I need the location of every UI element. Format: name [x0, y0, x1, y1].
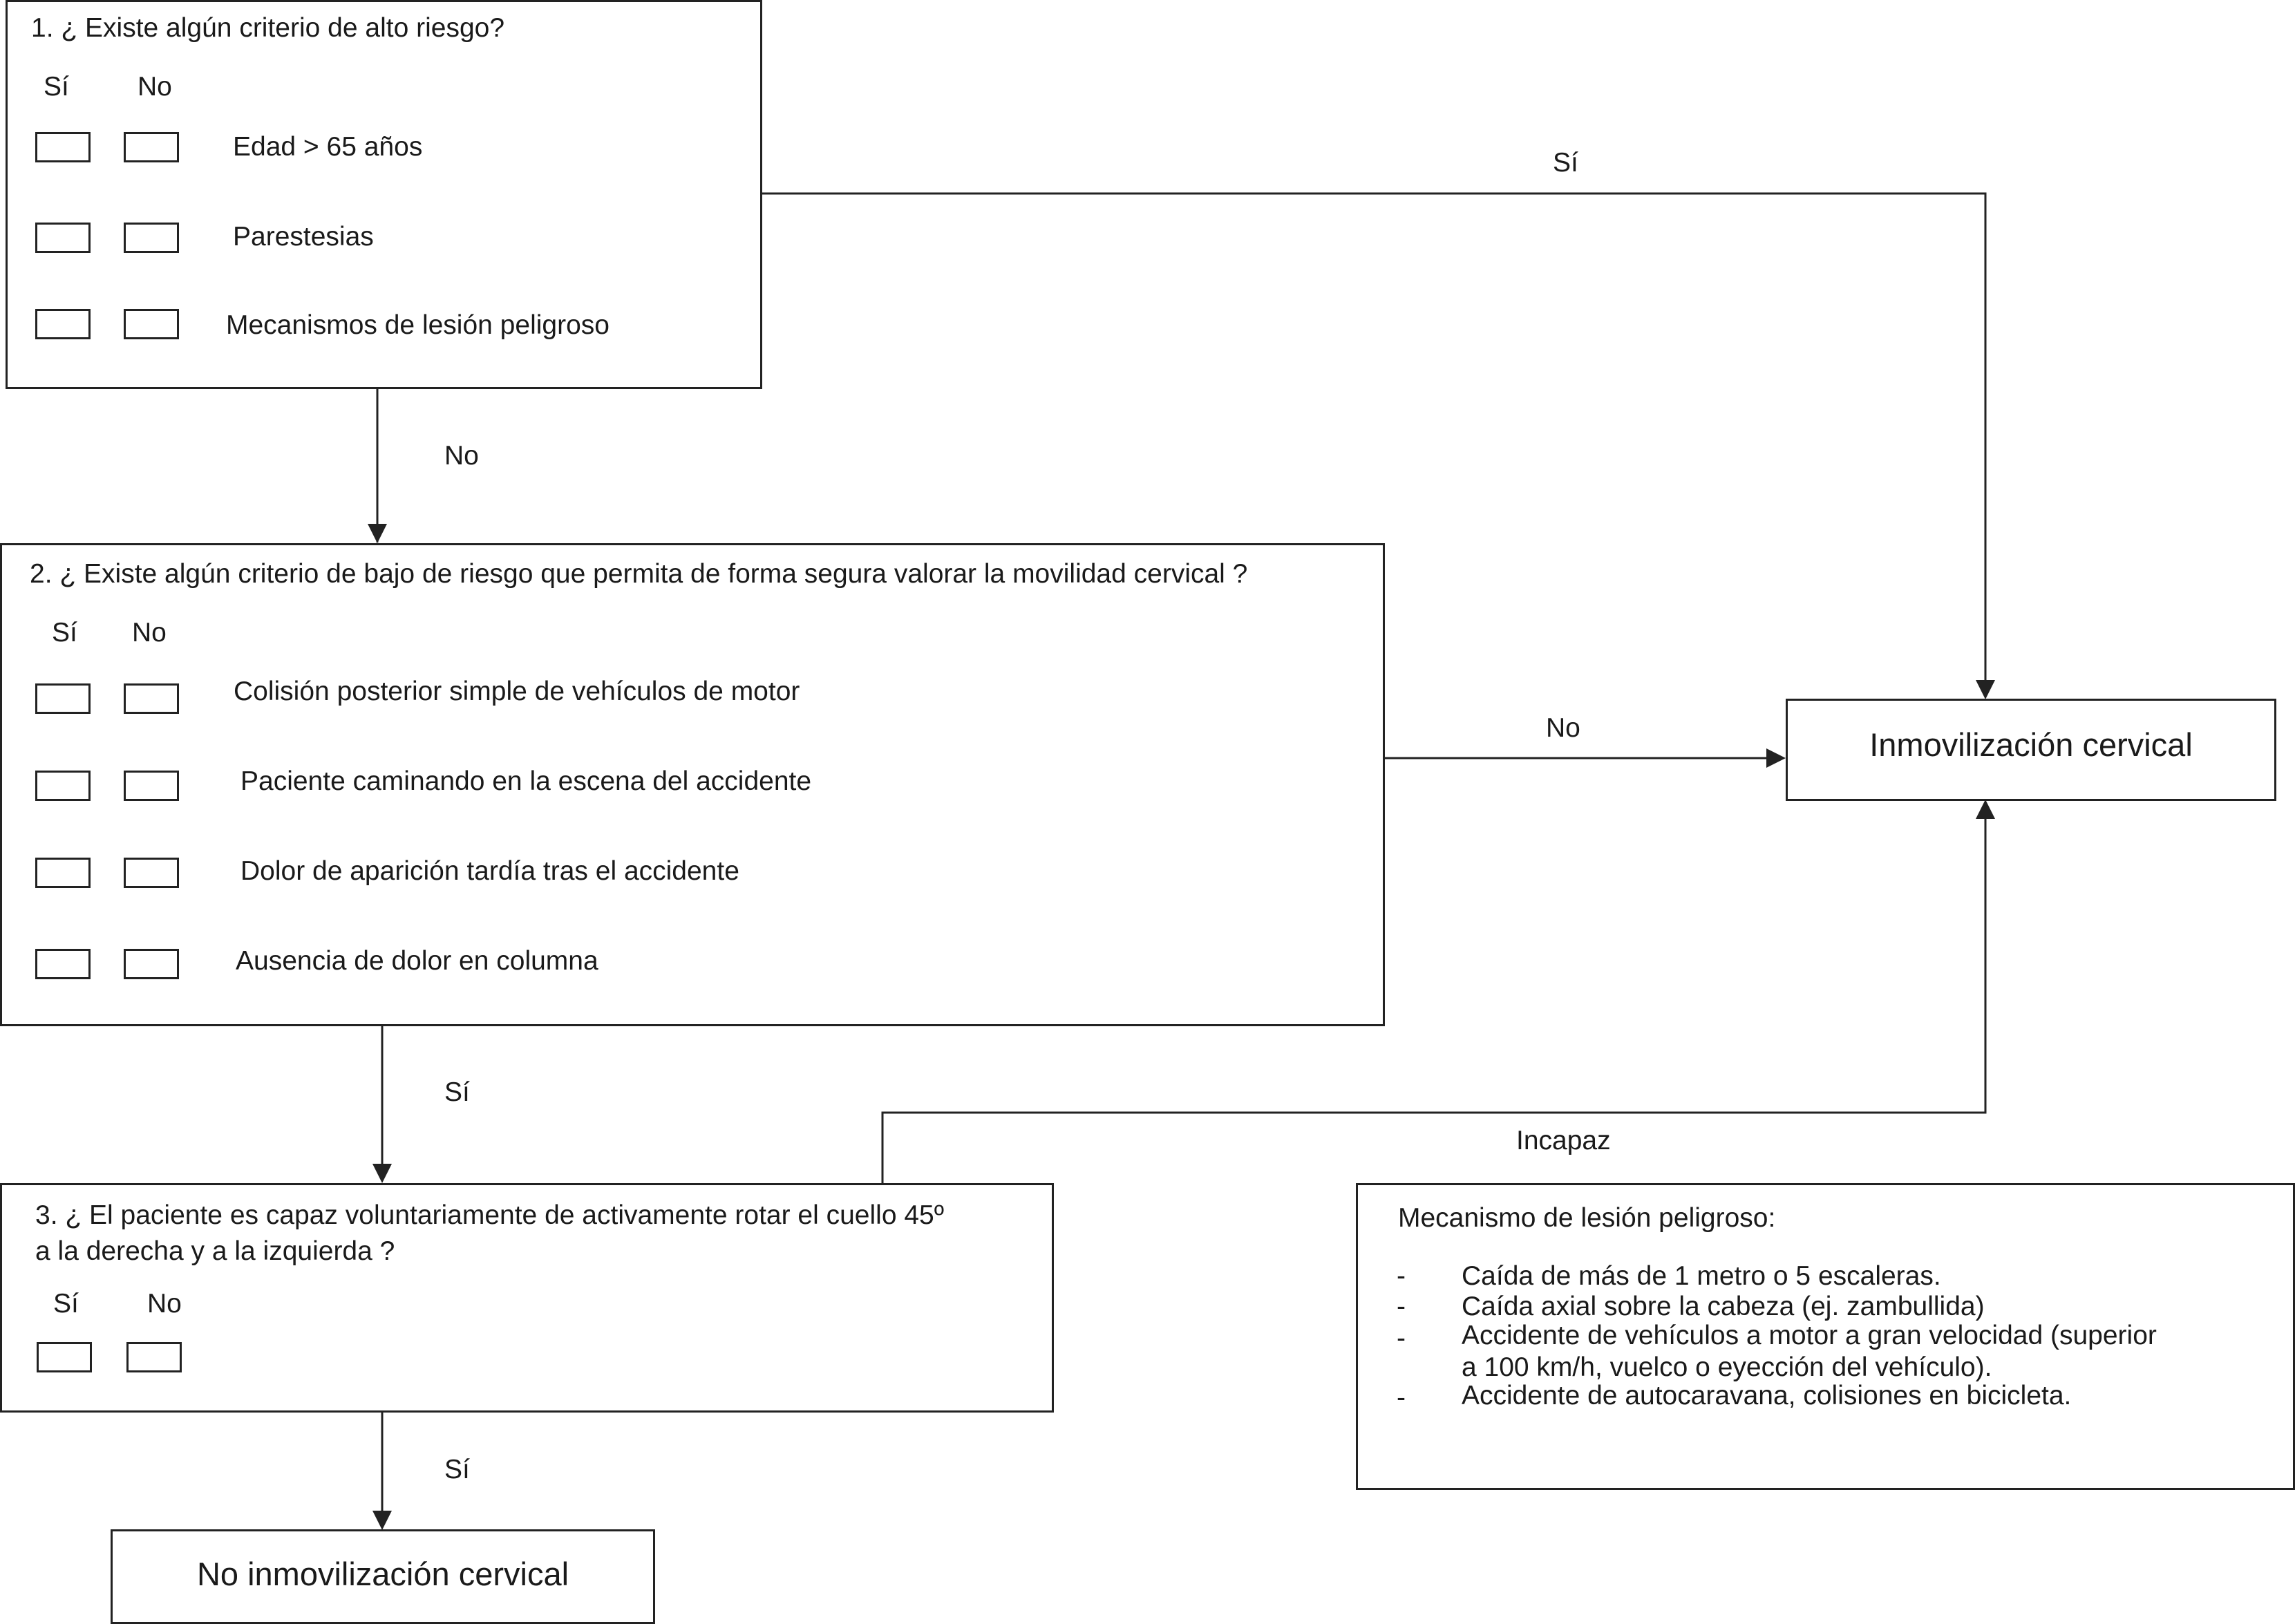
question-2-text: 2. ¿ Existe algún criterio de bajo de ri… — [30, 559, 1248, 589]
q2-criterion: Ausencia de dolor en columna — [236, 946, 598, 976]
q2-no-checkbox[interactable] — [124, 683, 179, 714]
note-item: Accidente de autocaravana, colisiones en… — [1462, 1381, 2072, 1410]
dangerous-mechanism-note: Mecanismo de lesión peligroso: - Caída d… — [1356, 1183, 2295, 1490]
q3-yes-checkbox[interactable] — [37, 1342, 92, 1372]
q1-no-checkbox[interactable] — [124, 132, 179, 162]
q2-no-header: No — [132, 618, 167, 648]
q1-yes-checkbox[interactable] — [35, 223, 91, 253]
arrow-q1-yes — [761, 192, 1987, 695]
q1-no-checkbox[interactable] — [124, 223, 179, 253]
arrowhead-icon — [1976, 800, 1995, 819]
note-bullet: - — [1397, 1292, 1406, 1321]
q2-criterion: Paciente caminando en la escena del acci… — [240, 766, 812, 796]
q2-no-checkbox[interactable] — [124, 771, 179, 801]
note-item: Accidente de vehículos a motor a gran ve… — [1462, 1321, 2157, 1350]
q1-criterion: Edad > 65 años — [233, 132, 423, 162]
edge-label-q3-yes: Sí — [444, 1455, 470, 1484]
note-item: Caída de más de 1 metro o 5 escaleras. — [1462, 1261, 1941, 1291]
q2-yes-checkbox[interactable] — [35, 858, 91, 888]
question-3-text-line1: 3. ¿ El paciente es capaz voluntariament… — [35, 1200, 944, 1230]
q1-yes-header: Sí — [44, 72, 69, 102]
note-bullet: - — [1397, 1261, 1406, 1291]
question-3-box: 3. ¿ El paciente es capaz voluntariament… — [0, 1183, 1054, 1413]
note-item-continuation: a 100 km/h, vuelco o eyección del vehícu… — [1462, 1352, 1992, 1382]
q1-criterion: Parestesias — [233, 222, 374, 252]
q2-yes-header: Sí — [52, 618, 77, 648]
note-bullet: - — [1397, 1383, 1406, 1413]
outcome-no-immobilization-box: No inmovilización cervical — [111, 1529, 655, 1624]
note-title: Mecanismo de lesión peligroso: — [1398, 1203, 1776, 1233]
edge-label-q3-unable: Incapaz — [1516, 1126, 1611, 1155]
arrowhead-icon — [368, 524, 387, 543]
q1-criterion: Mecanismos de lesión peligroso — [226, 310, 610, 340]
q2-yes-checkbox[interactable] — [35, 949, 91, 979]
q2-yes-checkbox[interactable] — [35, 771, 91, 801]
edge-label-q1-yes: Sí — [1553, 148, 1578, 178]
edge-label-q2-no: No — [1546, 713, 1580, 743]
q2-criterion: Dolor de aparición tardía tras el accide… — [240, 856, 739, 886]
arrowhead-icon — [1766, 748, 1786, 768]
arrow-q3-unable — [881, 802, 1987, 1183]
arrowhead-icon — [1976, 680, 1995, 699]
note-item: Caída axial sobre la cabeza (ej. zambull… — [1462, 1292, 1985, 1321]
outcome-immobilization-label: Inmovilización cervical — [1869, 726, 2193, 763]
q1-no-checkbox[interactable] — [124, 309, 179, 339]
arrowhead-icon — [372, 1511, 392, 1530]
edge-label-q2-yes: Sí — [444, 1077, 470, 1107]
q2-yes-checkbox[interactable] — [35, 683, 91, 714]
note-bullet: - — [1397, 1323, 1406, 1353]
q3-no-header: No — [147, 1289, 182, 1319]
question-1-text: 1. ¿ Existe algún criterio de alto riesg… — [31, 13, 505, 43]
q3-no-checkbox[interactable] — [126, 1342, 182, 1372]
q1-yes-checkbox[interactable] — [35, 132, 91, 162]
outcome-immobilization-box: Inmovilización cervical — [1786, 699, 2276, 801]
question-2-box: 2. ¿ Existe algún criterio de bajo de ri… — [0, 543, 1385, 1026]
question-1-box: 1. ¿ Existe algún criterio de alto riesg… — [6, 0, 762, 389]
q1-no-header: No — [138, 72, 172, 102]
q2-no-checkbox[interactable] — [124, 949, 179, 979]
outcome-no-immobilization-label: No inmovilización cervical — [196, 1556, 569, 1592]
q1-yes-checkbox[interactable] — [35, 309, 91, 339]
arrowhead-icon — [372, 1164, 392, 1183]
edge-label-q1-no: No — [444, 441, 479, 471]
q3-yes-header: Sí — [53, 1289, 79, 1319]
q2-criterion: Colisión posterior simple de vehículos d… — [234, 677, 800, 706]
question-3-text-line2: a la derecha y a la izquierda ? — [35, 1236, 395, 1266]
q2-no-checkbox[interactable] — [124, 858, 179, 888]
